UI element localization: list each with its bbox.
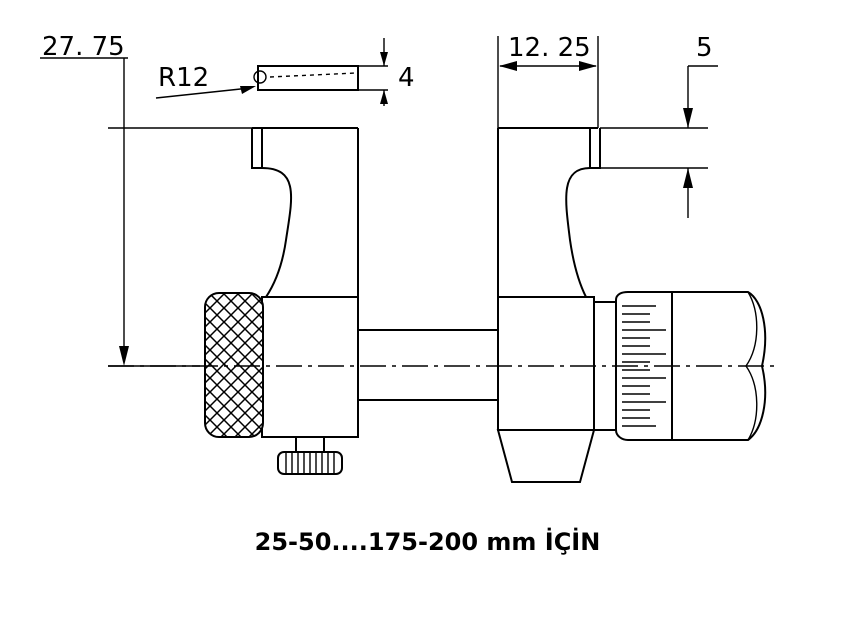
depth-dimension-label: 27. 75 [42, 32, 125, 62]
lock-screw [277, 436, 343, 475]
dimension-jaw-width: 12. 25 [497, 33, 599, 128]
tip-thickness-label: 4 [398, 63, 415, 93]
connecting-rod [358, 329, 498, 401]
dimension-jaw-height: 5 [600, 33, 718, 218]
jaw-height-label: 5 [696, 33, 713, 63]
left-jaw-body [251, 127, 359, 438]
tip-detail: R12 4 [155, 38, 415, 106]
caption-text: 25-50....175-200 mm İÇİN [254, 528, 601, 556]
radius-label: R12 [158, 63, 209, 93]
knurled-nut [204, 292, 264, 438]
right-jaw-body [496, 127, 617, 483]
jaw-width-label: 12. 25 [508, 33, 591, 63]
